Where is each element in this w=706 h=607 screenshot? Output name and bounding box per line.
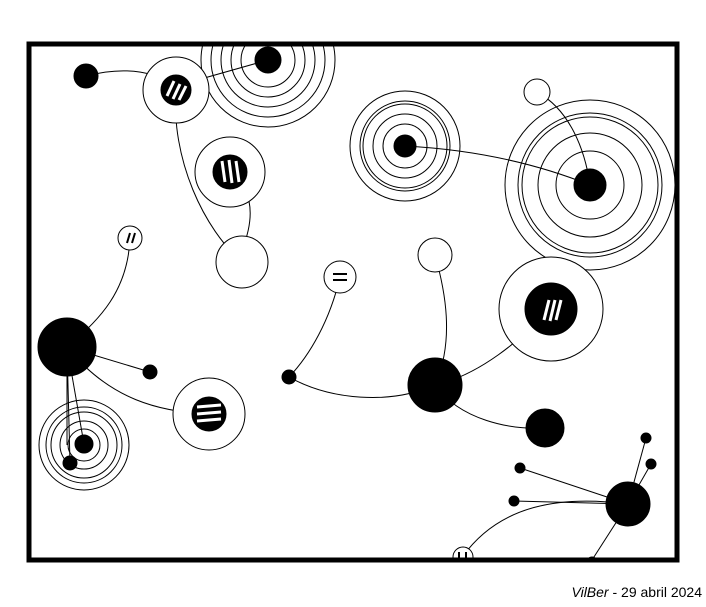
solid-dots: [37, 46, 657, 560]
caption-author: VilBer: [571, 584, 609, 600]
caption-separator: -: [608, 584, 622, 600]
caption-date: 29 abril 2024: [621, 584, 702, 600]
ring-group-center: [349, 90, 461, 202]
frame-border: [26, 41, 680, 563]
striped-dot-top: [160, 74, 192, 106]
striped-dot-upper-left: [212, 154, 248, 190]
small-glyph-left: [126, 232, 136, 244]
striped-dot-lower-left: [191, 396, 227, 432]
caption: VilBer - 29 abril 2024: [572, 584, 703, 600]
ring-group-bottom-left: [38, 399, 130, 491]
small-glyph-bottom: [458, 552, 467, 560]
small-glyph-center: [333, 273, 347, 281]
ring-group-right: [504, 99, 676, 271]
striped-dot-right: [524, 282, 578, 336]
ring-group-top-center: [200, 44, 336, 128]
